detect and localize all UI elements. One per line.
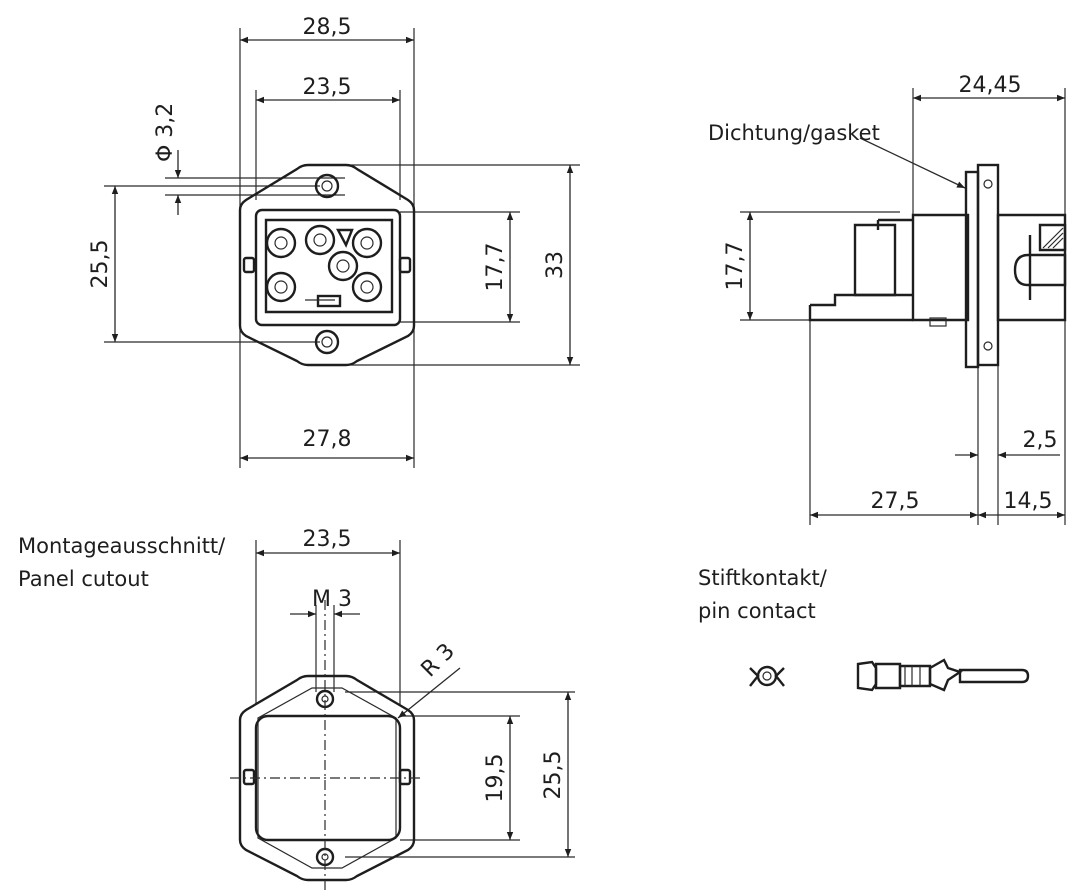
gasket-leader-line bbox=[859, 137, 966, 189]
front-dim-insert-height: 17,7 bbox=[483, 243, 508, 292]
front-hole-top bbox=[314, 173, 340, 199]
panel-cutout-title-line2: Panel cutout bbox=[18, 567, 149, 591]
cutout-dim-opening-height: 19,5 bbox=[483, 754, 508, 803]
front-contacts bbox=[265, 224, 383, 308]
pin-contact-view bbox=[749, 658, 1030, 692]
front-dim-overall-height: 33 bbox=[543, 251, 568, 279]
side-rear-body bbox=[911, 213, 970, 322]
front-insert-body bbox=[264, 218, 394, 314]
side-gasket-label: Dichtung/gasket bbox=[708, 121, 880, 145]
pin-contact-title-line2: pin contact bbox=[698, 599, 816, 623]
side-dim-insert-height: 17,7 bbox=[723, 242, 748, 291]
cutout-dim-thread: M 3 bbox=[312, 587, 352, 612]
side-front-body bbox=[996, 213, 1067, 322]
front-insert-frame bbox=[254, 208, 402, 327]
front-dim-overall-width: 28,5 bbox=[303, 15, 352, 40]
cutout-dim-width: 23,5 bbox=[303, 527, 352, 552]
front-dim-hole-spacing: 25,5 bbox=[88, 240, 113, 289]
side-dim-front-length: 27,5 bbox=[871, 489, 920, 514]
panel-cutout-title-line1: Montageausschnitt/ bbox=[18, 534, 226, 558]
front-hole-bottom bbox=[314, 329, 340, 355]
cutout-dim-hole-spacing: 25,5 bbox=[541, 751, 566, 800]
side-flange bbox=[976, 163, 1000, 367]
front-view bbox=[104, 28, 580, 468]
cutout-flange-outline bbox=[238, 674, 416, 882]
panel-cutout-view bbox=[230, 540, 575, 892]
side-dim-back-length: 14,5 bbox=[1004, 489, 1053, 514]
cutout-dim-radius: R 3 bbox=[417, 639, 460, 682]
side-dim-flange: 2,5 bbox=[1023, 428, 1058, 453]
front-dim-hole-diameter: Φ 3,2 bbox=[153, 103, 178, 162]
pin-contact-title-line1: Stiftkontakt/ bbox=[698, 566, 828, 590]
pin-contact-end-view bbox=[749, 665, 785, 687]
side-dim-rear-length: 24,45 bbox=[959, 73, 1022, 98]
pin-contact-side-view bbox=[856, 658, 1030, 692]
front-dim-inner-width: 23,5 bbox=[303, 75, 352, 100]
side-view bbox=[740, 88, 1067, 525]
front-dim-bottom-width: 27,8 bbox=[303, 427, 352, 452]
front-flange-outline bbox=[238, 163, 416, 367]
